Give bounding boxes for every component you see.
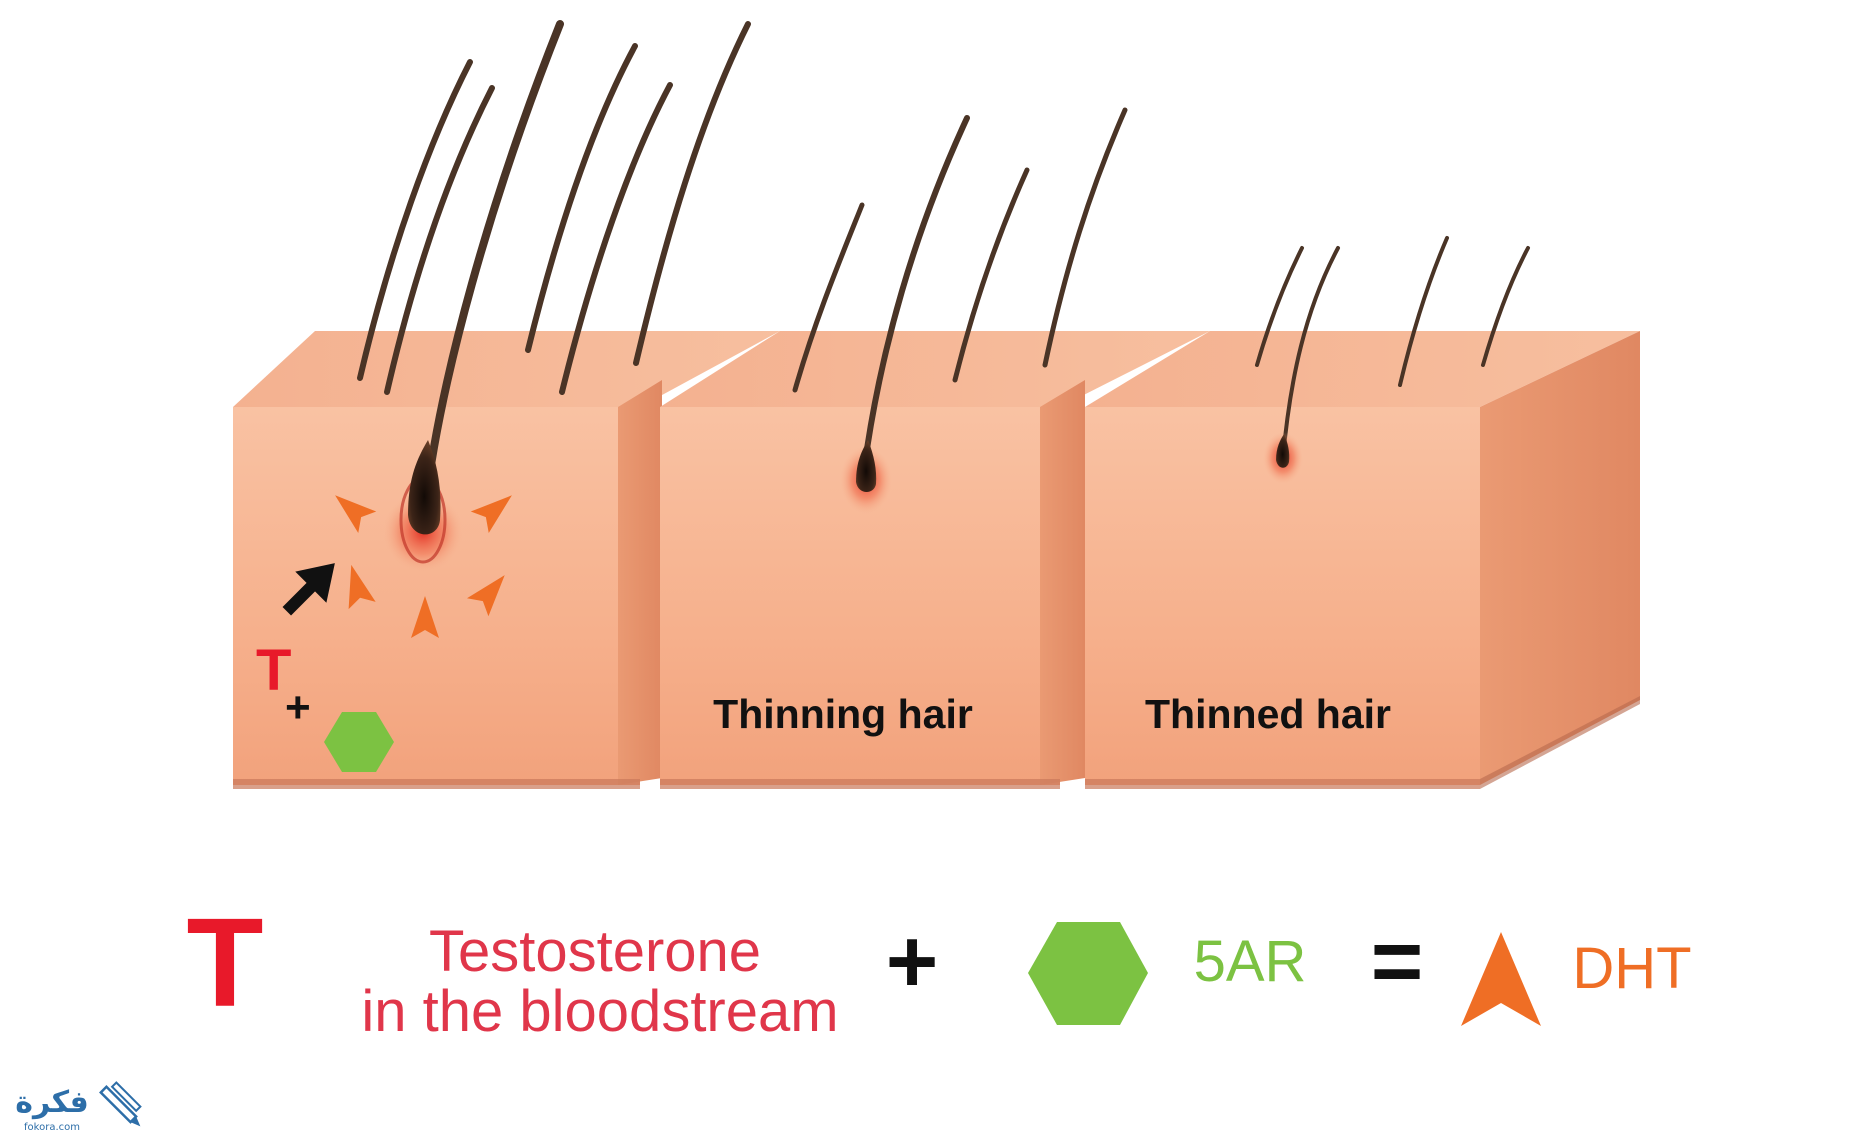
block-3-side: [1480, 331, 1640, 785]
pencil-icon: [99, 1081, 142, 1127]
legend-testosterone-line2: in the bloodstream: [361, 979, 838, 1044]
dht-arrowhead: [411, 596, 439, 638]
watermark: فكرة fokora.com: [15, 1081, 142, 1133]
hair-strand: [952, 167, 1030, 383]
block-2-bottom-shadow: [660, 779, 1060, 789]
hair-strand: [1042, 107, 1128, 368]
hair-strand: [1281, 246, 1340, 460]
inline-5ar-hexagon-icon: [324, 712, 394, 772]
legend-equals-symbol: =: [1371, 912, 1424, 1012]
block-3-bottom-shadow: [1085, 779, 1480, 789]
block-1-side: [618, 380, 662, 785]
inline-plus-symbol: +: [285, 683, 311, 732]
hair-strand: [559, 82, 673, 395]
inline-testosterone-symbol: T: [256, 638, 291, 703]
dht-arrowhead: [348, 564, 376, 610]
follicle-thinned: [1263, 432, 1303, 484]
follicle-thinning: [840, 440, 892, 514]
dht-arrowhead: [466, 575, 505, 617]
legend-5ar-hexagon-icon: [1028, 922, 1148, 1025]
hair-strand: [1398, 236, 1449, 387]
block-label-thinning: Thinning hair: [713, 691, 973, 737]
hair-strand: [861, 115, 970, 473]
legend-dht-label: DHT: [1572, 936, 1691, 1001]
hair-strand: [633, 21, 751, 366]
follicle-thick: [383, 440, 463, 572]
hair-group-thinned: [1255, 236, 1530, 460]
conversion-arrow-icon: [282, 563, 335, 616]
block-1-front: [233, 407, 640, 785]
block-3-top: [1085, 331, 1640, 407]
hair-strand: [792, 202, 865, 393]
hair-group-thinning: [792, 107, 1128, 473]
legend-dht-arrowhead-icon: [1461, 932, 1541, 1026]
legend: T Testosterone in the bloodstream + 5AR …: [187, 892, 1692, 1044]
hair-strand: [1255, 246, 1304, 367]
legend-testosterone-symbol: T: [187, 892, 264, 1033]
dht-molecules: [335, 495, 512, 638]
dht-arrowhead: [335, 495, 377, 534]
hair-strand: [384, 85, 495, 395]
dht-arrowhead: [470, 495, 512, 534]
hair-strand: [357, 59, 473, 381]
hair-strand: [421, 20, 564, 512]
legend-testosterone-line1: Testosterone: [429, 919, 761, 984]
hair-strand: [1481, 246, 1530, 367]
legend-plus-symbol: +: [886, 912, 939, 1012]
skin-block-thinned-hair: [1085, 331, 1640, 789]
block-2-front: [660, 407, 1060, 785]
block-1-bottom-shadow: [233, 779, 640, 789]
hair-group-thick: [357, 20, 751, 512]
hair-strand: [525, 43, 638, 353]
block-label-thinned: Thinned hair: [1145, 691, 1391, 737]
block-3-side-bottom-shadow: [1480, 696, 1640, 789]
block-3-front: [1085, 407, 1480, 785]
legend-5ar-label: 5AR: [1194, 929, 1307, 994]
watermark-brand: فكرة: [15, 1085, 88, 1120]
block-2-side: [1040, 380, 1085, 785]
watermark-domain: fokora.com: [24, 1122, 80, 1133]
